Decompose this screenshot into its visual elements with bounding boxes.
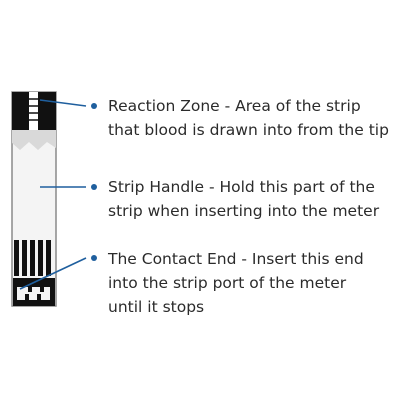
reaction-zone-channel bbox=[29, 92, 38, 130]
callout-line: into the strip port of the meter bbox=[108, 274, 347, 292]
contact-pads bbox=[13, 278, 55, 306]
callout-line: Strip Handle - Hold this part of the bbox=[108, 178, 375, 196]
contact-bar bbox=[30, 240, 35, 276]
test-strip bbox=[11, 91, 57, 307]
leader-line-reaction-zone bbox=[39, 99, 87, 107]
contact-bar bbox=[22, 240, 27, 276]
callout-line: Reaction Zone - Area of the strip bbox=[108, 97, 361, 115]
contact-bar bbox=[46, 240, 51, 276]
bullet-strip-handle bbox=[91, 184, 97, 190]
contact-end bbox=[13, 240, 55, 306]
contact-bar bbox=[14, 240, 19, 276]
contact-bar bbox=[38, 240, 43, 276]
leader-line-contact-end bbox=[19, 257, 87, 290]
callout-line: strip when inserting into the meter bbox=[108, 202, 380, 220]
strip-wave-band bbox=[12, 130, 56, 150]
bullet-reaction-zone bbox=[91, 103, 97, 109]
callout-contact-end: The Contact End - Insert this end into t… bbox=[108, 247, 398, 319]
callout-line: until it stops bbox=[108, 298, 205, 316]
callout-reaction-zone: Reaction Zone - Area of the strip that b… bbox=[108, 94, 398, 142]
bullet-contact-end bbox=[91, 255, 97, 261]
callout-line: The Contact End - Insert this end bbox=[108, 250, 364, 268]
callout-line: that blood is drawn into from the tip bbox=[108, 121, 389, 139]
callout-strip-handle: Strip Handle - Hold this part of the str… bbox=[108, 175, 398, 223]
